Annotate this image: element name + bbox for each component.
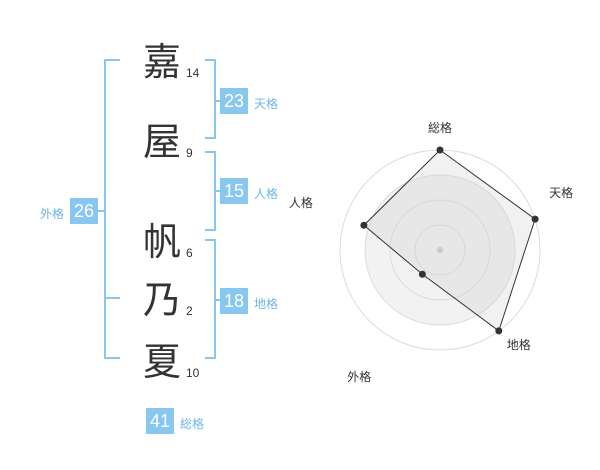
tenkaku-label: 天格 <box>254 97 279 111</box>
soukaku-value: 41 <box>146 408 175 434</box>
radar-ring <box>389 199 491 301</box>
name-char-2: 屋 <box>142 120 181 164</box>
radar-axis-label-2: 天格 <box>549 185 573 200</box>
name-char-3: 帆 <box>142 220 181 264</box>
stroke-count-1: 14 <box>186 66 200 80</box>
jinkaku-bracket <box>205 151 216 231</box>
radar-axis-label-3: 地格 <box>507 337 531 352</box>
radar-axis-label-1: 総格 <box>428 120 452 135</box>
chikaku-value: 18 <box>220 288 249 314</box>
stroke-count-4: 2 <box>186 304 193 318</box>
radar-point-1 <box>436 146 444 154</box>
stroke-count-5: 10 <box>186 366 200 380</box>
gaikaku-bracket <box>104 59 120 359</box>
name-char-1: 嘉 <box>142 40 181 84</box>
gaikaku-value: 26 <box>70 198 99 224</box>
stroke-count-3: 6 <box>186 246 193 260</box>
radar-point-3 <box>495 327 503 335</box>
tenkaku-bracket <box>205 59 216 139</box>
radar-ring <box>414 224 466 276</box>
radar-point-5 <box>360 221 368 229</box>
radar-point-2 <box>531 215 539 223</box>
soukaku-label: 総格 <box>180 417 205 431</box>
name-char-4: 乃 <box>142 278 181 322</box>
gaikaku-label: 外格 <box>40 207 65 221</box>
chikaku-bracket <box>205 239 216 359</box>
radar-ring <box>364 174 516 326</box>
radar-point-4 <box>418 270 426 278</box>
radar-axis-label-5: 人格 <box>289 195 313 210</box>
radar-center <box>437 247 443 253</box>
jinkaku-label: 人格 <box>254 187 279 201</box>
jinkaku-value: 15 <box>220 178 249 204</box>
tenkaku-value: 23 <box>220 88 249 114</box>
chikaku-label: 地格 <box>254 297 279 311</box>
radar-series <box>363 149 536 332</box>
stroke-count-2: 9 <box>186 146 193 160</box>
radar-axis-label-4: 外格 <box>347 369 371 384</box>
name-char-5: 夏 <box>142 340 181 384</box>
